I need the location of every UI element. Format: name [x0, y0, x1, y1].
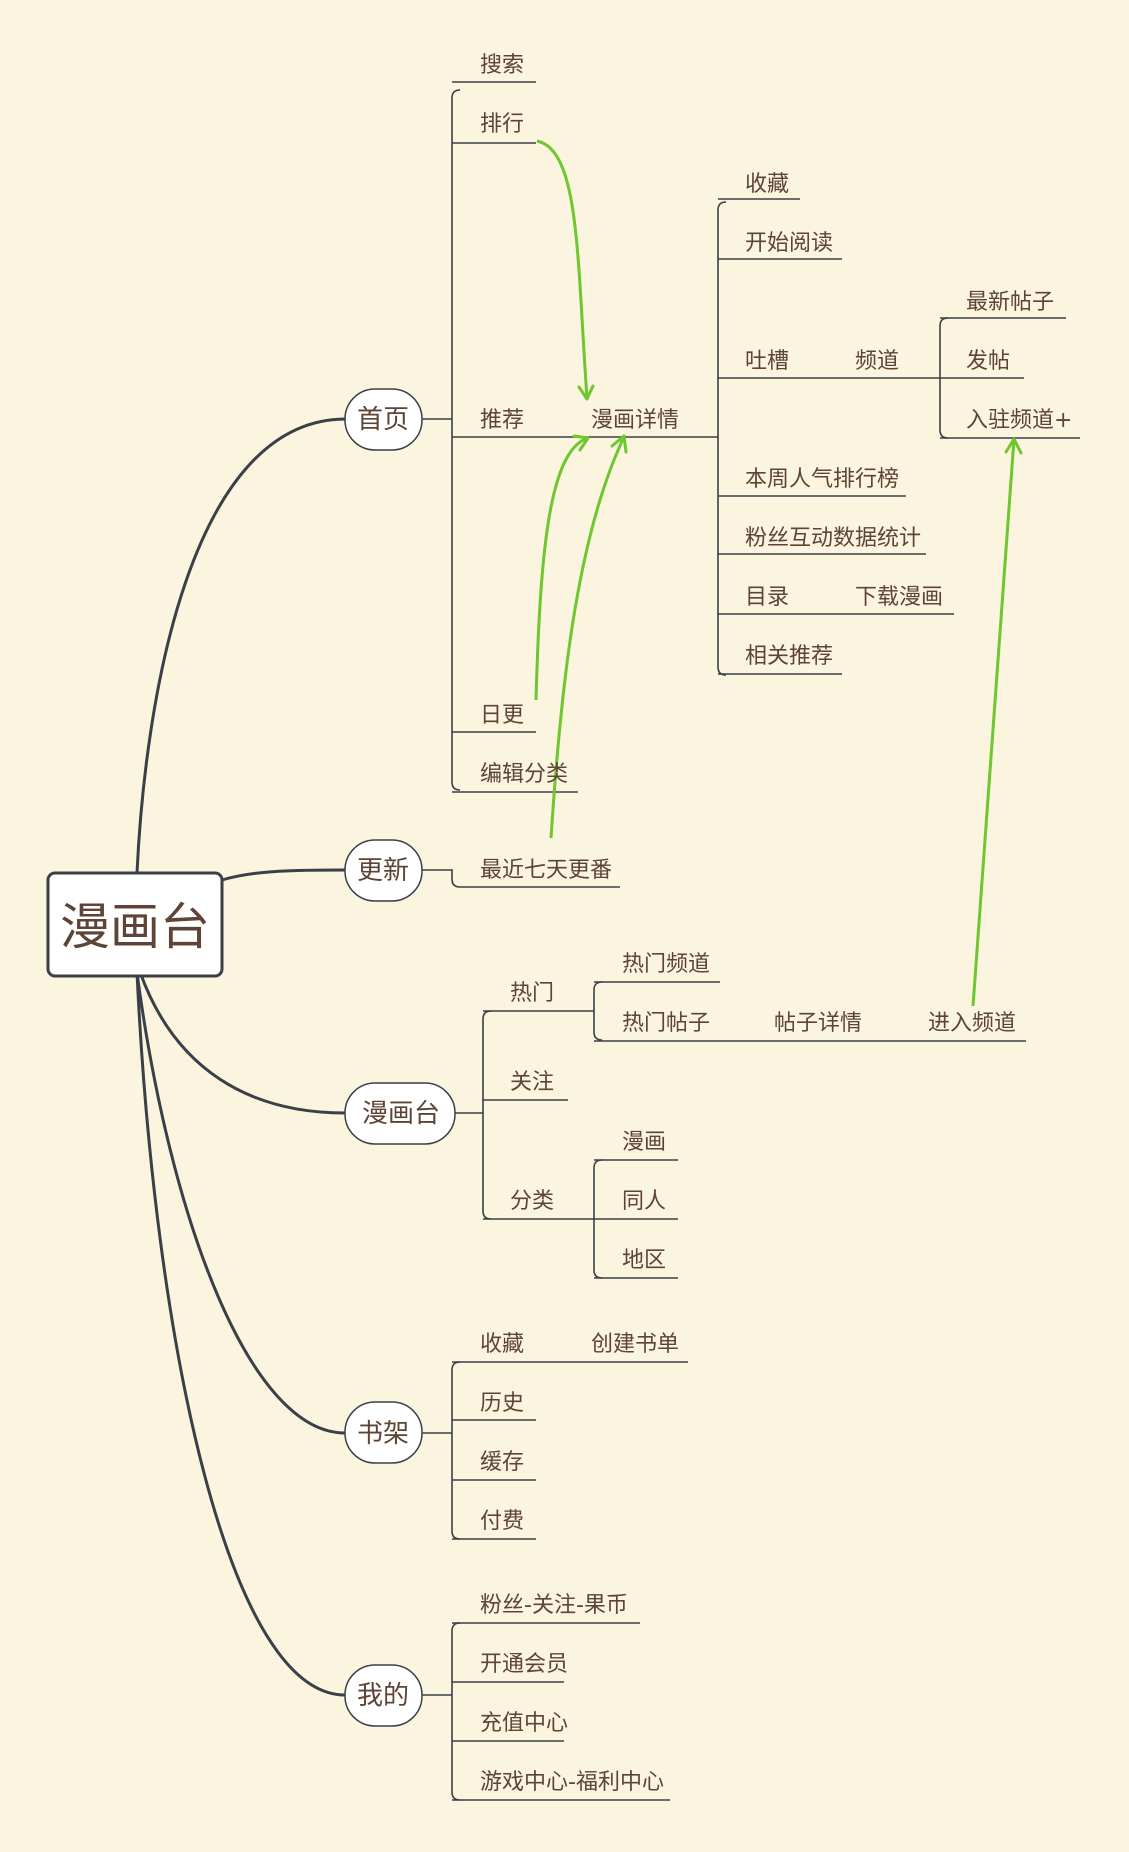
category-comic[interactable]: 漫画 [622, 1130, 666, 1155]
home-label: 首页 [357, 405, 409, 435]
channel-latest-posts[interactable]: 最新帖子 [966, 290, 1054, 315]
detail-fav[interactable]: 收藏 [745, 172, 789, 197]
arrow-rank-to-detail [536, 139, 595, 401]
detail-start-read[interactable]: 开始阅读 [745, 231, 833, 256]
update-bracket [422, 869, 620, 888]
detail-catalog[interactable]: 目录 [745, 585, 789, 610]
detail-bracket [686, 201, 727, 676]
hot-bracket [593, 981, 603, 1041]
mine-game-center[interactable]: 游戏中心-福利中心 [480, 1770, 664, 1795]
shelf-label: 书架 [357, 1419, 409, 1449]
category-region[interactable]: 地区 [622, 1248, 666, 1273]
enter-channel[interactable]: 进入频道 [928, 1011, 1016, 1036]
category-doujin[interactable]: 同人 [622, 1189, 666, 1214]
shelf-paid[interactable]: 付费 [480, 1509, 524, 1534]
mine-recharge[interactable]: 充值中心 [480, 1711, 568, 1736]
item-hot[interactable]: 热门 [510, 981, 554, 1006]
tucao-channel[interactable]: 频道 [855, 349, 899, 374]
shelf-cache[interactable]: 缓存 [480, 1450, 524, 1475]
detail-fan-stats[interactable]: 粉丝互动数据统计 [745, 526, 921, 551]
arrow-enter-channel-to-join [971, 437, 1023, 1007]
channel-post[interactable]: 发帖 [966, 349, 1010, 374]
connector-home [135, 417, 346, 874]
update-label: 更新 [357, 856, 409, 886]
hot-posts[interactable]: 热门帖子 [622, 1011, 710, 1036]
detail-related[interactable]: 相关推荐 [745, 644, 833, 669]
node-mine[interactable]: 我的 [344, 1664, 423, 1727]
arrow-recent-to-detail [549, 434, 628, 839]
item-recommend[interactable]: 推荐 [480, 408, 524, 433]
channel-join[interactable]: 入驻频道+ [966, 408, 1072, 433]
mine-fans-follow-coins[interactable]: 粉丝-关注-果币 [480, 1593, 628, 1618]
item-follow[interactable]: 关注 [510, 1070, 554, 1095]
hot-channel[interactable]: 热门频道 [622, 952, 710, 977]
connector-manhuatai [138, 971, 346, 1115]
node-home[interactable]: 首页 [344, 388, 423, 451]
root-title: 漫画台 [60, 898, 210, 956]
shelf-fav[interactable]: 收藏 [480, 1332, 524, 1357]
catalog-download[interactable]: 下载漫画 [855, 585, 943, 610]
connector-update [221, 868, 346, 882]
root-node[interactable]: 漫画台 [46, 871, 224, 978]
item-edit-category[interactable]: 编辑分类 [480, 762, 568, 787]
connector-shelf [135, 972, 346, 1435]
detail-tucao[interactable]: 吐槽 [745, 349, 789, 374]
item-rank[interactable]: 排行 [480, 112, 524, 137]
manhuatai-bracket [455, 1010, 492, 1220]
item-search[interactable]: 搜索 [480, 53, 524, 78]
node-update[interactable]: 更新 [344, 839, 423, 902]
shelf-bracket [422, 1361, 461, 1540]
node-shelf[interactable]: 书架 [344, 1401, 423, 1464]
detail-weekly-rank[interactable]: 本周人气排行榜 [745, 467, 899, 492]
arrow-daily-to-detail [534, 434, 590, 701]
mine-label: 我的 [357, 1681, 409, 1711]
post-detail[interactable]: 帖子详情 [774, 1011, 862, 1036]
item-daily[interactable]: 日更 [480, 703, 524, 728]
item-comic-detail[interactable]: 漫画详情 [591, 408, 679, 433]
item-recent-seven-days[interactable]: 最近七天更番 [480, 858, 612, 883]
shelf-create-list[interactable]: 创建书单 [591, 1332, 679, 1357]
shelf-history[interactable]: 历史 [480, 1391, 524, 1416]
manhuatai-label: 漫画台 [362, 1099, 440, 1129]
connector-mine [135, 972, 346, 1697]
home-bracket [422, 89, 461, 791]
mine-vip[interactable]: 开通会员 [480, 1652, 568, 1677]
node-manhuatai[interactable]: 漫画台 [344, 1082, 456, 1145]
mine-bracket [422, 1622, 461, 1801]
item-category[interactable]: 分类 [510, 1189, 554, 1214]
